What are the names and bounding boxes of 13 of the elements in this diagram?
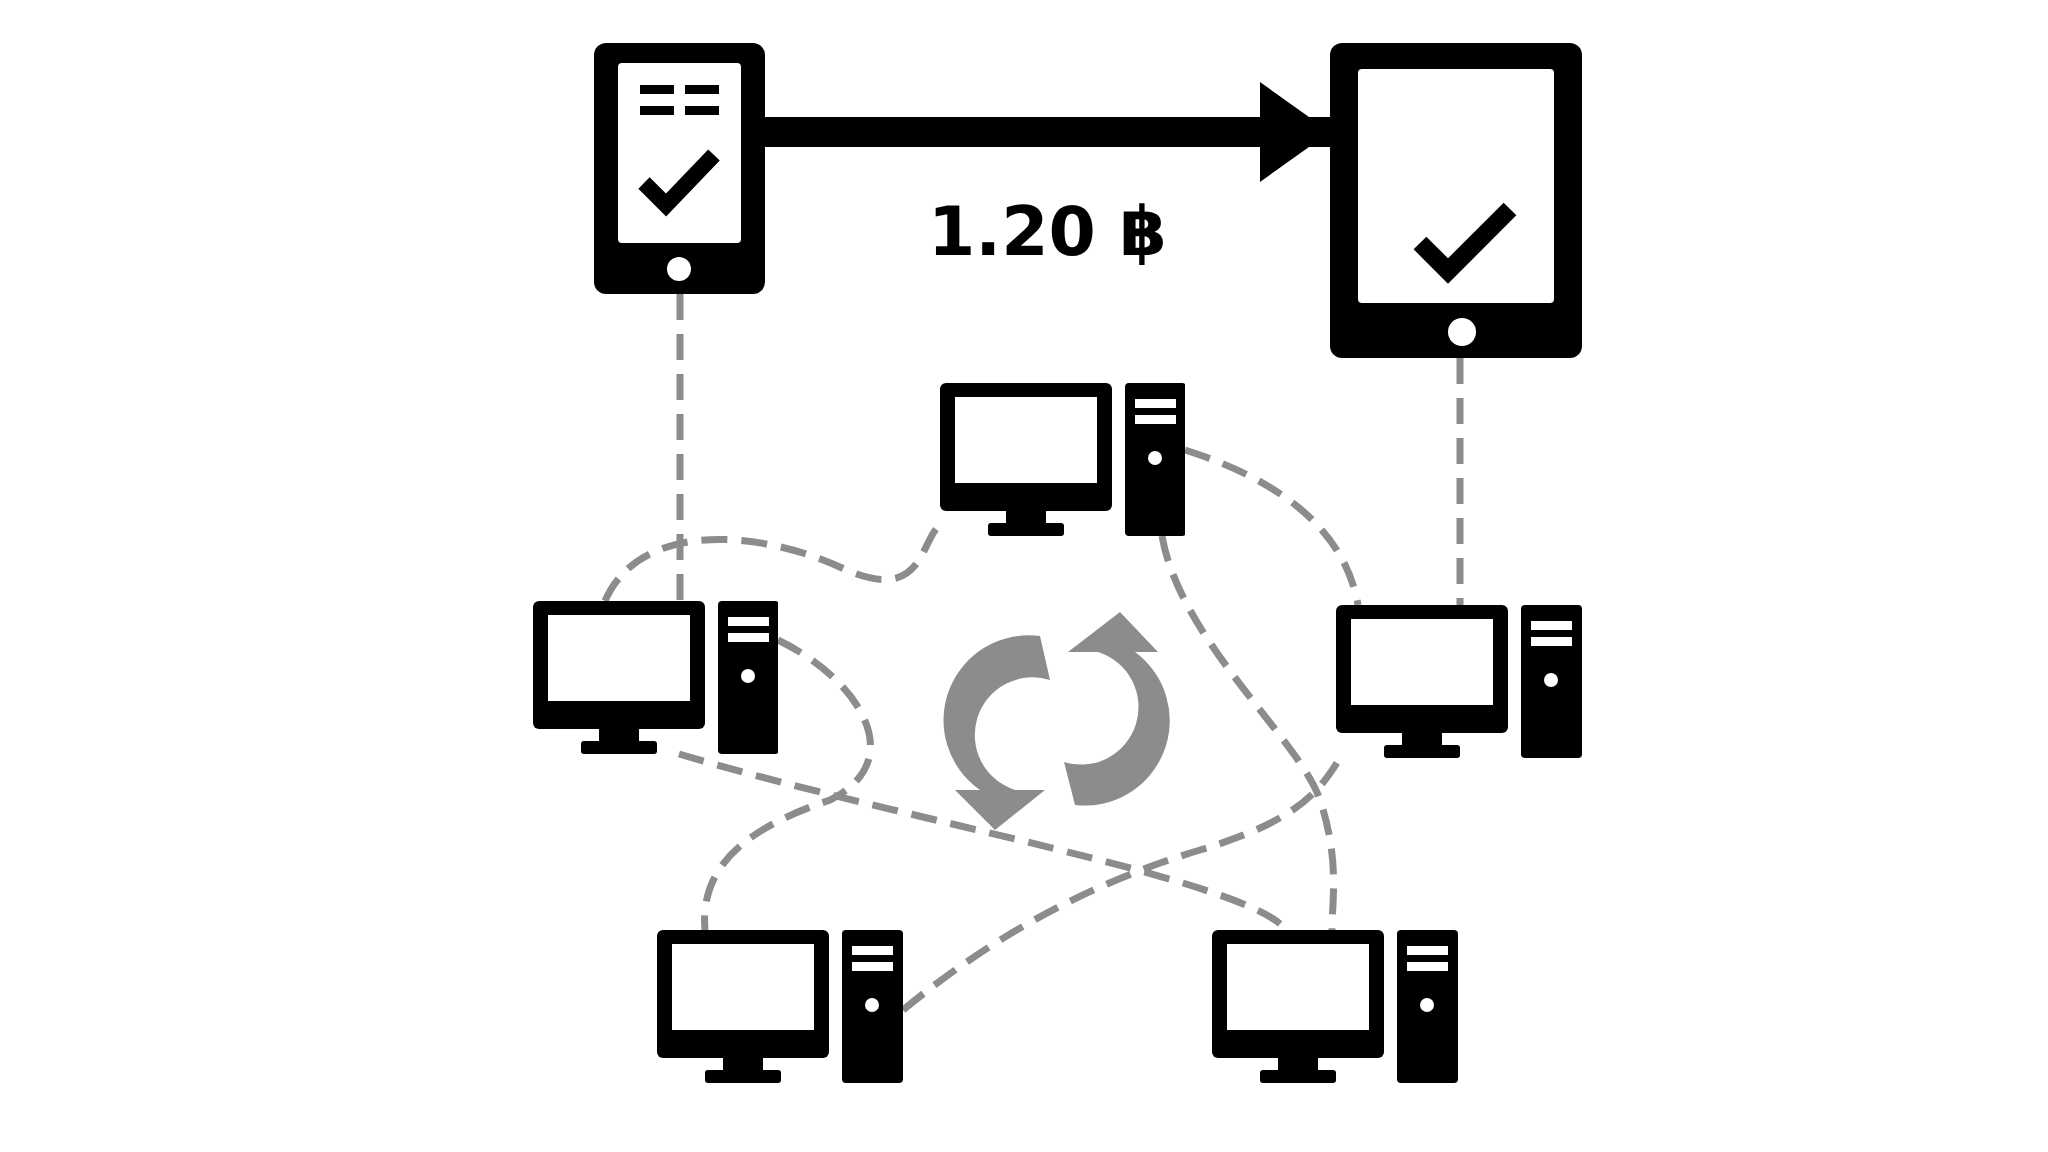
dashed-connector (676, 294, 684, 601)
tablet-drawing (1330, 43, 1582, 358)
dashed-connector (1183, 446, 1362, 606)
smartphone-drawing (594, 43, 765, 294)
arrow (765, 82, 1330, 182)
desktop-computer-drawing (1212, 930, 1458, 1084)
desktop-computer-drawing (1336, 605, 1582, 758)
desktop-computer-drawing (657, 930, 903, 1084)
desktop-computer-drawing (533, 601, 778, 754)
desktop-computer-drawing (940, 383, 1185, 536)
dashed-connector (701, 636, 874, 931)
dashed-connector (1456, 358, 1464, 605)
dashed-connector (1158, 535, 1338, 931)
